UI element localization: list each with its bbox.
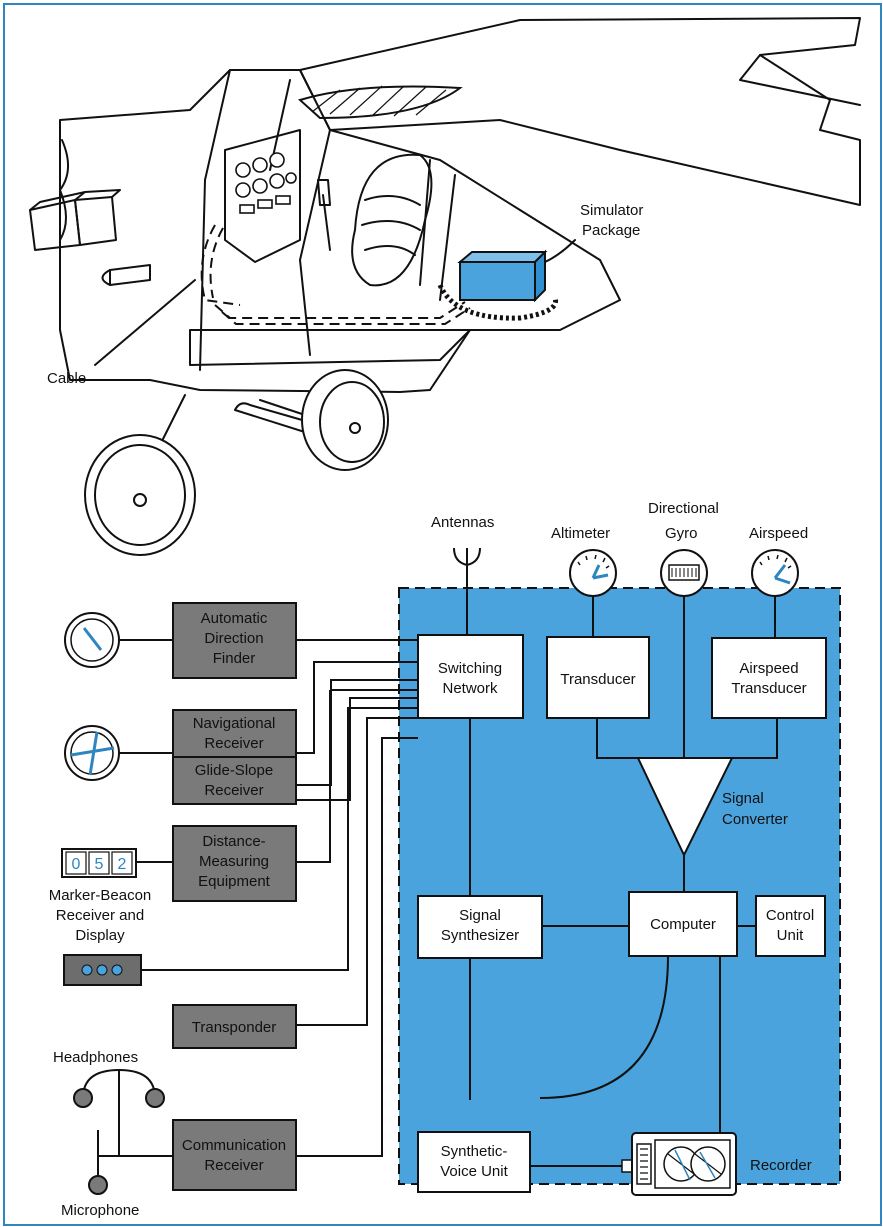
airspeed-transducer-box: Airspeed Transducer [711,637,827,719]
airspeed-transducer-line1: Airspeed [739,660,798,677]
directional-gyro-icon [660,549,708,597]
transponder-label: Transponder [192,1019,277,1036]
adf-line3: Finder [213,650,256,667]
dme-box: Distance- Measuring Equipment [172,825,297,902]
signal-converter-line1: Signal [722,790,764,807]
dme-display: 0 5 2 [61,848,137,878]
nav-receiver-box: Navigational Receiver [172,709,297,758]
marker-beacon-lights [63,954,142,986]
transducer-box: Transducer [546,636,650,719]
switching-line1: Switching [438,660,502,677]
dme-line1: Distance- [202,833,265,850]
microphone-label: Microphone [61,1202,139,1219]
voice-unit-box: Synthetic- Voice Unit [417,1131,531,1193]
synthesizer-line2: Synthesizer [441,927,519,944]
altimeter-gauge-icon [569,549,617,597]
airspeed-transducer-line2: Transducer [731,680,806,697]
dme-digit-1: 0 [72,856,81,873]
signal-converter-line2: Converter [722,811,788,828]
signal-synthesizer-box: Signal Synthesizer [417,895,543,959]
airspeed-label: Airspeed [749,525,808,542]
synthesizer-line1: Signal [459,907,501,924]
marker-beacon-line2: Receiver and [56,907,144,924]
connections [119,585,778,1167]
switching-line2: Network [442,680,498,697]
package-label-line1: Simulator [580,202,643,219]
nav-line1: Navigational [193,715,276,732]
transducer-label: Transducer [560,671,635,688]
wing-root-airfoil [298,85,463,120]
airspeed-gauge-icon [751,549,799,597]
gyro-label-line1: Directional [648,500,719,517]
antenna-icon [453,547,481,585]
adf-box: Automatic Direction Finder [172,602,297,679]
transponder-box: Transponder [172,1004,297,1049]
marker-beacon-line3: Display [75,927,125,944]
nav-line2: Receiver [204,735,263,752]
dme-digit-2: 5 [95,856,104,873]
cable-label: Cable [47,370,86,387]
adf-instrument-icon [64,612,120,668]
voice-unit-line1: Synthetic- [441,1143,508,1160]
dme-line2: Measuring [199,853,269,870]
switching-network-box: Switching Network [417,634,524,719]
control-unit-line1: Control [766,907,814,924]
control-unit-line2: Unit [777,927,805,944]
comm-line1: Communication [182,1137,286,1154]
computer-box: Computer [628,891,738,957]
simulator-package [437,249,559,321]
dme-digit-3: 2 [118,856,127,873]
altimeter-label: Altimeter [551,525,610,542]
package-label-line2: Package [582,222,640,239]
recorder-label: Recorder [750,1157,812,1174]
microphone-icon [88,1156,108,1195]
glide-slope-box: Glide-Slope Receiver [172,756,297,805]
headphones-label: Headphones [53,1049,138,1066]
antennas-label: Antennas [431,514,494,531]
gyro-label-line2: Gyro [665,525,698,542]
glide-line2: Receiver [204,782,263,799]
control-unit-box: Control Unit [755,895,826,957]
glide-line1: Glide-Slope [195,762,273,779]
voice-unit-line2: Voice Unit [440,1163,508,1180]
computer-label: Computer [650,916,716,933]
airplane-illustration: Cable Simulator Package [29,17,861,556]
marker-beacon-line1: Marker-Beacon [49,887,152,904]
comm-line2: Receiver [204,1157,263,1174]
dme-line3: Equipment [198,873,271,890]
adf-line2: Direction [204,630,263,647]
right-wheel [301,369,389,471]
adf-line1: Automatic [201,610,268,627]
communication-receiver-box: Communication Receiver [172,1119,297,1191]
instrument-panel-dials [235,152,297,214]
recorder-icon [621,1132,737,1196]
left-wheel [84,434,196,556]
signal-converter-triangle [636,757,734,858]
nav-instrument-icon [64,725,120,781]
